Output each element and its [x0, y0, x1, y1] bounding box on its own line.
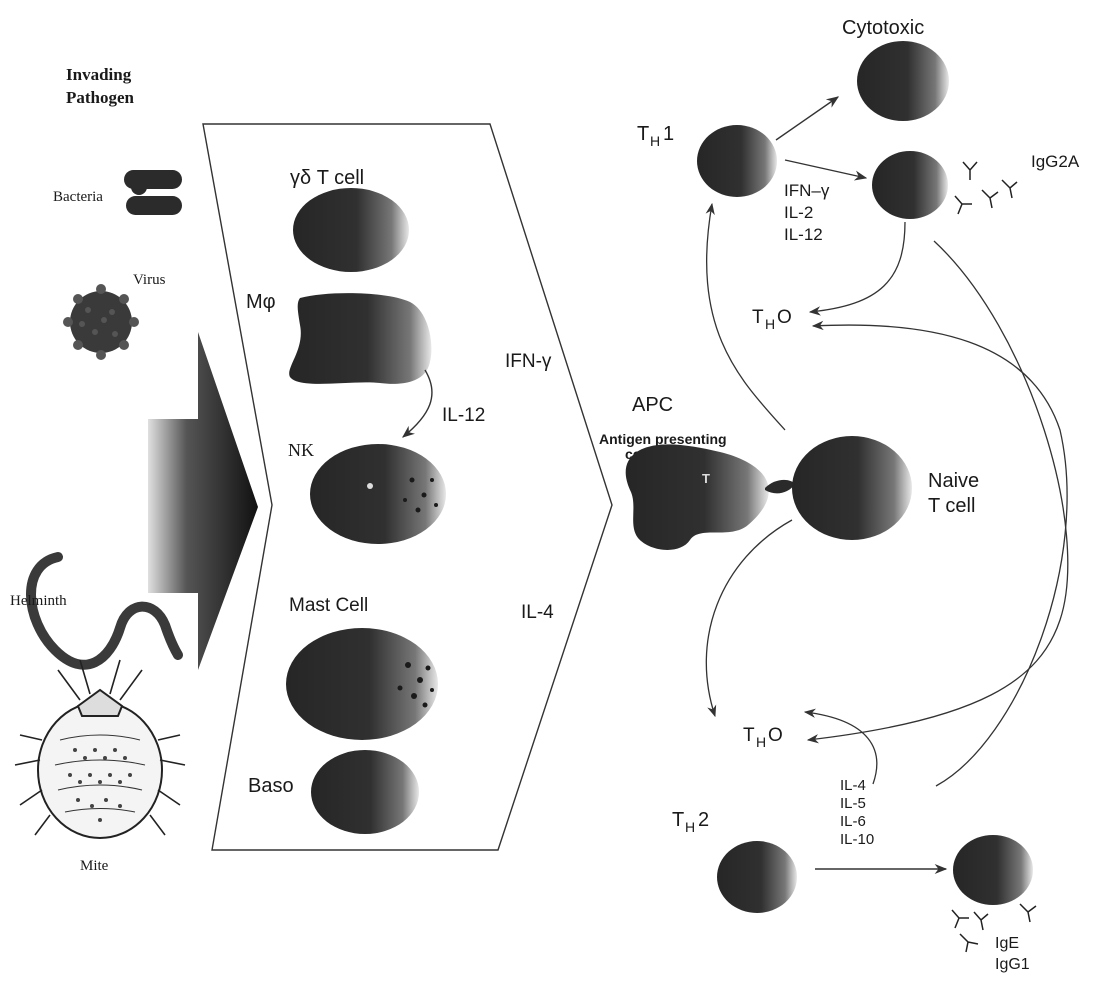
- th1-group: T H 1 Cytotoxic IgG2A IFN–γ IL-2 IL-12: [637, 17, 1080, 244]
- th1-cytokine-1: IFN–γ: [784, 181, 830, 200]
- apc-shape: [626, 444, 769, 550]
- th2-cytokine-4: IL-10: [840, 831, 874, 848]
- th2-to-upper-th0-arrow: [813, 325, 1067, 786]
- th2-cytokine-2: IL-5: [840, 795, 866, 812]
- th0-upper-main: T: [752, 307, 764, 328]
- apc-label: APC: [632, 394, 673, 416]
- innate-cell-panel: γδ T cell Mφ IL-12 NK Mast Cell Baso: [203, 124, 612, 850]
- gd-t-cell-label: γδ T cell: [290, 167, 364, 189]
- th1-to-th0-arrow: [810, 222, 905, 312]
- igg2a-antibody-icons: [955, 162, 1017, 214]
- gd-t-cell-shape: [293, 188, 409, 272]
- apc-t-mark: T: [702, 471, 710, 486]
- th1-cell-shape: [697, 125, 777, 197]
- il12-label: IL-12: [442, 405, 485, 426]
- il4-label: IL-4: [521, 602, 554, 623]
- th2-cell-shape: [717, 841, 797, 913]
- apc-group: APC Antigen presenting cell T: [599, 394, 795, 550]
- mast-cell-shape: [286, 628, 438, 740]
- th1-label-num: 1: [663, 123, 674, 145]
- igg1-label: IgG1: [995, 956, 1030, 973]
- apc-tcr-contact: [765, 480, 795, 493]
- naive-label-line2: T cell: [928, 495, 975, 517]
- th2-label-num: 2: [698, 809, 709, 831]
- th1-cytokine-3: IL-12: [784, 225, 823, 244]
- ige-antibody-icons: [952, 904, 1036, 952]
- th2-to-lower-th0-arrow: [805, 712, 877, 784]
- th0-upper-suffix: O: [777, 307, 792, 328]
- macrophage-label: Mφ: [246, 291, 276, 313]
- bacteria-label: Bacteria: [53, 189, 103, 205]
- basophil-shape: [311, 750, 419, 834]
- th2-label-main: T: [672, 809, 684, 831]
- pathogen-title-line1: Invading: [66, 65, 132, 84]
- cytotoxic-cell-shape: [857, 41, 949, 121]
- th0-upper: T H O: [752, 307, 792, 332]
- cytotoxic-label: Cytotoxic: [842, 17, 924, 39]
- th1-label-main: T: [637, 123, 649, 145]
- bacterium-rod-2: [126, 196, 182, 215]
- mast-cell-label: Mast Cell: [289, 595, 368, 616]
- th2-cytokine-1: IL-4: [840, 777, 866, 794]
- th0-lower-suffix: O: [768, 725, 783, 746]
- baso-label: Baso: [248, 775, 294, 797]
- pathogen-column: Invading Pathogen: [10, 65, 258, 874]
- th0-upper-sub: H: [765, 316, 775, 332]
- naive-to-th2-arrow: [706, 520, 792, 716]
- nk-highlight: [367, 483, 373, 489]
- th2-bcell-shape: [953, 835, 1033, 905]
- naive-label-line1: Naive: [928, 470, 979, 492]
- bacterium-rod-1: [124, 170, 182, 189]
- th0-lower-main: T: [743, 725, 755, 746]
- virus-label: Virus: [133, 272, 166, 288]
- virus-icon: [63, 284, 139, 360]
- helminth-label: Helminth: [10, 593, 67, 609]
- th1-cytokine-2: IL-2: [784, 203, 813, 222]
- mite-icon: [15, 660, 185, 838]
- mite-label: Mite: [80, 858, 109, 874]
- ige-label: IgE: [995, 935, 1019, 952]
- pathogen-title-line2: Pathogen: [66, 88, 135, 107]
- th2-cytokine-3: IL-6: [840, 813, 866, 830]
- naive-t-cell: Naive T cell: [792, 436, 979, 540]
- nk-label: NK: [288, 440, 314, 460]
- th1-label-sub: H: [650, 133, 660, 149]
- igg2a-label: IgG2A: [1031, 152, 1080, 171]
- th2-group: T H 2 IL-4 IL-5 IL-6 IL-10 IgE IgG1: [672, 777, 1036, 973]
- ifn-gamma-label: IFN-γ: [505, 351, 552, 372]
- naive-t-cell-shape: [792, 436, 912, 540]
- th0-lower: T H O: [743, 725, 783, 750]
- th1-to-bcell-arrow: [785, 160, 866, 178]
- th2-label-sub: H: [685, 819, 695, 835]
- th0-lower-sub: H: [756, 734, 766, 750]
- macrophage-shape: [289, 293, 431, 384]
- th1-bcell-shape: [872, 151, 948, 219]
- th1-to-cytotoxic-arrow: [776, 97, 838, 140]
